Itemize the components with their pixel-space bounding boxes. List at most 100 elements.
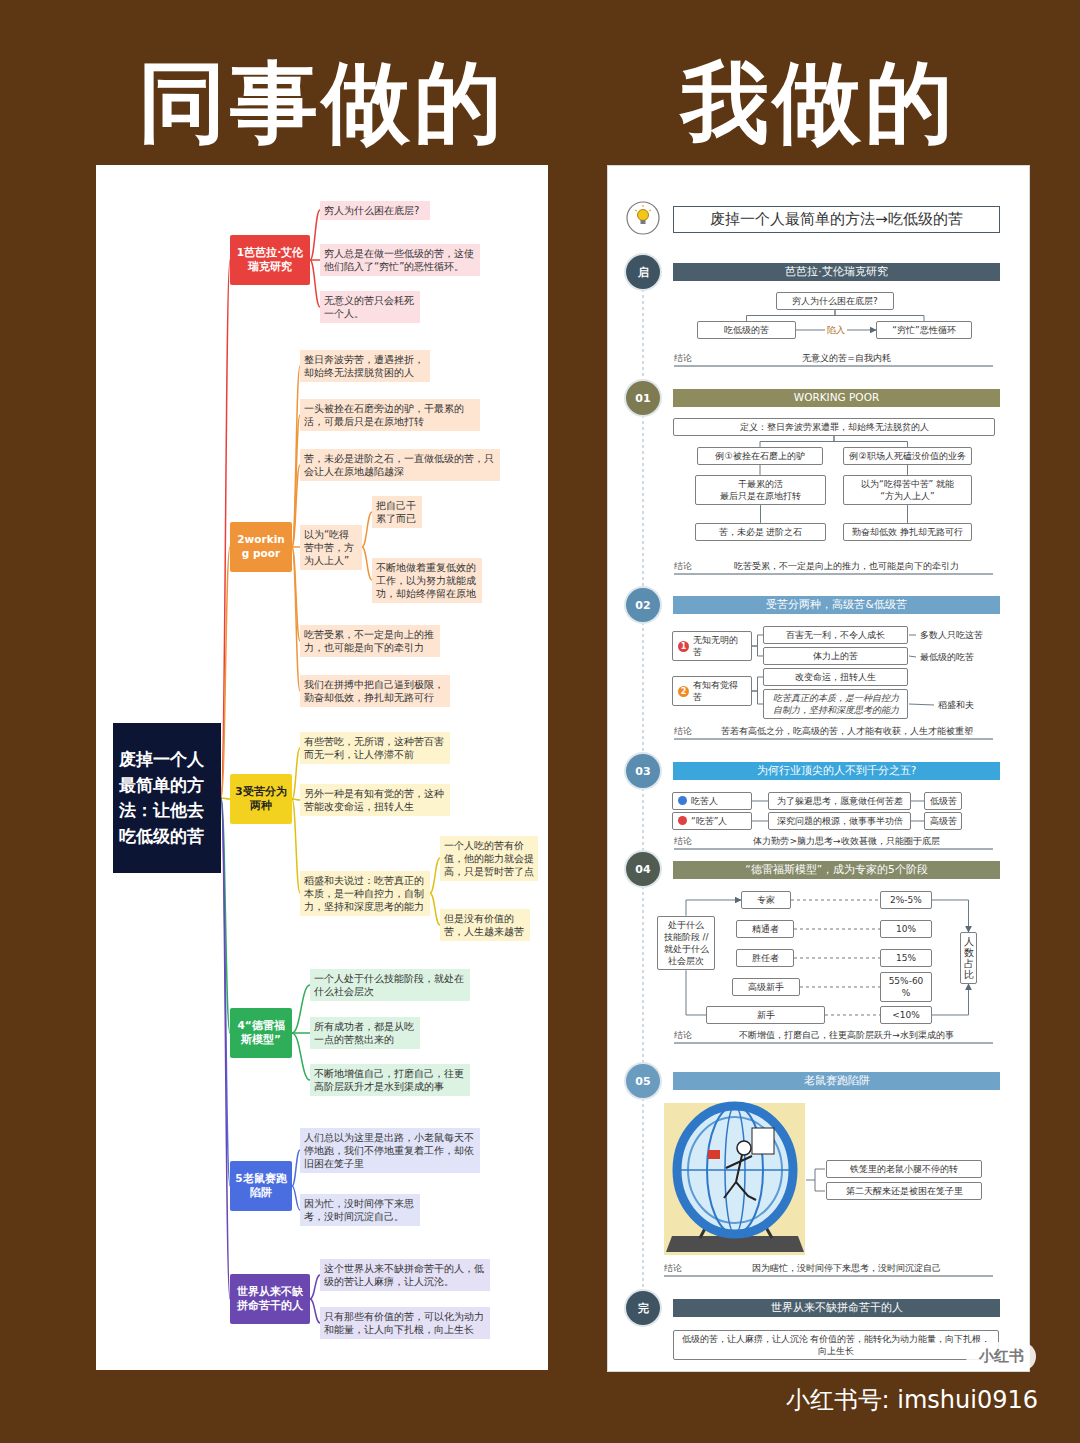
rule-line: [674, 366, 993, 367]
connector-line: [292, 465, 300, 547]
node-text: 10%: [896, 923, 916, 935]
connector-line: [310, 210, 320, 260]
connector-line: [430, 893, 440, 925]
mind-leaf: 但是没有价值的苦，人生越来越苦: [440, 909, 530, 941]
node-text: 人们总以为这里是出路，小老鼠每天不停地跑，我们不停地重复着工作，却依旧困在笼子里: [304, 1131, 476, 1170]
step-circle: 05: [626, 1064, 660, 1098]
title-box: 废掉一个人最简单的方法→吃低级的苦: [673, 206, 1000, 233]
callout-number: 1: [678, 641, 689, 652]
node-text: 例②职场人死磕没价值的业务: [849, 450, 965, 462]
info-box: 低级苦: [924, 792, 962, 810]
step-circle: 01: [626, 381, 660, 415]
info-box: 定义：整日奔波劳累遭罪，却始终无法脱贫的人: [673, 418, 995, 436]
step-circle: 02: [626, 588, 660, 622]
connector-line: [292, 1032, 310, 1034]
icon-dot: [678, 816, 687, 825]
connector-line: [825, 1014, 880, 1015]
info-box: 胜任者: [736, 949, 794, 967]
connector-line: [834, 436, 908, 447]
node-text: 整日奔波劳苦，遭遇挫折，却始终无法摆脱贫困的人: [304, 353, 426, 379]
concl-key: 结论: [674, 560, 698, 573]
connector-line: [221, 260, 230, 798]
mind-leaf: 苦，未必是进阶之石，一直做低级的苦，只会让人在原地越陷越深: [300, 449, 500, 481]
connector-line: [932, 900, 969, 932]
node-text: 废掉一个人最简单的方法→吃低级的苦: [710, 210, 963, 229]
info-box: 2%-5%: [880, 891, 932, 909]
left-panel: [96, 165, 548, 1370]
node-text: 人数占比: [964, 936, 974, 980]
bulb-rays: [635, 205, 651, 211]
connector-line: [292, 546, 300, 548]
info-box: 55%-60%: [880, 972, 932, 1002]
connector-line: [800, 986, 880, 987]
node-text: 不断地增值自己，打磨自己，往更高阶层跃升才是水到渠成的事: [314, 1067, 466, 1093]
node-text: 04: [635, 863, 650, 876]
concl-key: 结论: [664, 1262, 688, 1275]
node-text: 另外一种是有知有觉的苦，这种苦能改变命运，扭转人生: [304, 787, 446, 813]
connector-line: [310, 1275, 320, 1299]
section-bar: 为何行业顶尖的人不到千分之五?: [673, 762, 1000, 780]
connector-line: [835, 310, 924, 321]
concl-key: 结论: [674, 835, 698, 848]
logo-pill: 小红书: [966, 1342, 1036, 1371]
node-text: 把自己干累了而已: [376, 499, 418, 525]
leader-line: [909, 704, 934, 705]
connector-line: [643, 622, 644, 754]
connector-line: [932, 984, 969, 1015]
node-text: 吃苦受累，不一定是向上的推力，也可能是向下的牵引力: [304, 628, 436, 654]
leader-line: [909, 635, 916, 636]
node-text: 但是没有价值的苦，人生越来越苦: [444, 912, 526, 938]
node-text: 第二天醒来还是被困在笼子里: [846, 1185, 963, 1197]
step-circle: 03: [626, 754, 660, 788]
connector-line: [752, 646, 763, 656]
mind-leaf: 无意义的苦只会耗死一个人。: [320, 291, 420, 323]
connector-line: [292, 748, 300, 799]
bulb-base: [641, 220, 646, 224]
concl-text: 因为瞎忙，没时间停下来思考，没时间沉淀自己: [700, 1262, 993, 1275]
node-text: 所有成功者，都是从吃一点的苦熬出来的: [314, 1020, 416, 1046]
node-text: 深究问题的根源，做事事半功倍: [777, 815, 903, 827]
connector-line: [752, 691, 763, 704]
connector-line: [747, 310, 836, 321]
wheel-rim: [677, 1106, 793, 1234]
connector-line: [430, 858, 440, 893]
mind-branch: 世界从来不缺拼命苦干的人: [230, 1274, 310, 1324]
info-box: 为了躲避思考，愿意做任何苦差: [768, 792, 911, 810]
concl-text: 苦若有高低之分，吃高级的苦，人才能有收获，人生才能被重塑: [700, 725, 993, 738]
node-text: 老鼠赛跑陷阱: [804, 1074, 870, 1088]
node-text: 02: [635, 599, 650, 612]
side-note: 多数人只吃这苦: [920, 629, 1000, 642]
node-text: 03: [635, 765, 650, 778]
runner-head: [737, 1141, 751, 1155]
connector-line: [292, 1186, 300, 1210]
leader-line: [909, 656, 916, 657]
node-text: 世界从来不缺拼命苦干的人: [771, 1301, 903, 1315]
node-text: 完: [638, 1301, 649, 1316]
info-box: 苦，未必是 进阶之石: [695, 523, 826, 541]
node-text: 吃低级的苦: [724, 324, 769, 336]
mind-leaf: 一个人处于什么技能阶段，就处在什么社会层次: [310, 969, 470, 1001]
node-text: 世界从来不缺拼命苦干的人: [234, 1285, 306, 1312]
node-text: 专家: [757, 894, 775, 906]
connector-line: [310, 1299, 320, 1323]
connector-line: [911, 820, 924, 821]
info-box: 百害无一利，不令人成长: [763, 626, 908, 644]
conclusion-rules: [664, 366, 993, 1276]
connector-line: [794, 928, 880, 929]
section-bar: 老鼠赛跑陷阱: [673, 1072, 1000, 1090]
node-text: 启: [638, 265, 649, 280]
info-box: 体力上的苦: [763, 647, 908, 665]
connector-line: [752, 800, 768, 801]
node-text: 干最累的活 最后只是在原地打转: [700, 478, 821, 502]
right-panel: [608, 166, 1030, 1372]
node-text: 为了躲避思考，愿意做任何苦差: [777, 795, 903, 807]
mind-leaf: 穷人总是在做一些低级的苦，这使他们陷入了“穷忙”的恶性循环。: [320, 244, 480, 276]
info-box: 干最累的活 最后只是在原地打转: [695, 475, 826, 505]
connector-line: [643, 415, 644, 588]
info-box: 勤奋却低效 挣扎却无路可行: [843, 523, 972, 541]
info-box: 低级的苦，让人麻痹，让人沉沦 有价值的苦，能转化为动力能量，向下扎根，向上生长: [673, 1330, 999, 1360]
mind-branch: 2working poor: [230, 522, 292, 572]
node-text: 3受苦分为两种: [234, 785, 288, 812]
big-head: 同事做的: [96, 55, 548, 152]
